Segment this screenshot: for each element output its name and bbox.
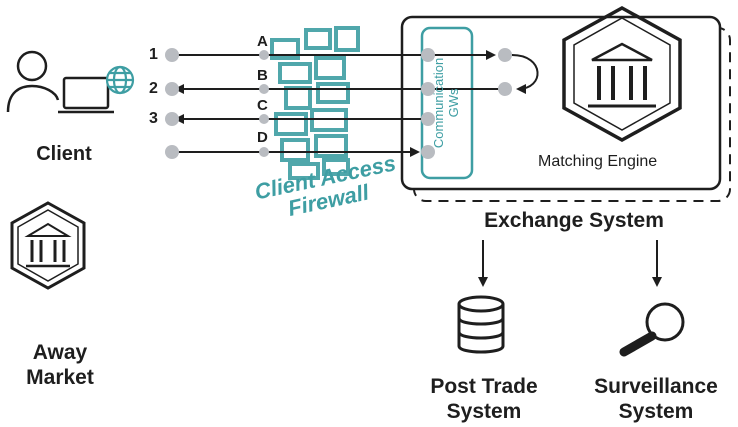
matching-engine-label: Matching Engine <box>538 153 658 170</box>
post-trade-label: Post Trade System <box>406 374 562 424</box>
gateway-label-line1: Communication <box>431 57 447 149</box>
globe-icon <box>105 65 135 95</box>
flow-letter-a: A <box>257 33 268 50</box>
laptop-icon <box>58 76 114 114</box>
post-trade-label-line1: Post Trade <box>430 375 538 398</box>
surveillance-label: Surveillance System <box>574 374 738 424</box>
away-market-label: Away Market <box>10 340 110 390</box>
database-icon <box>457 295 505 354</box>
flow-number-3: 3 <box>149 110 158 127</box>
surveillance-label-line2: System <box>618 400 694 424</box>
magnifier-icon <box>619 302 685 357</box>
post-trade-label-line2: System <box>446 400 522 424</box>
flow-number-1: 1 <box>149 46 158 63</box>
matching-engine-bank-icon <box>562 6 682 142</box>
matching-loop <box>511 54 539 94</box>
flow-number-2: 2 <box>149 80 158 97</box>
client-label: Client <box>36 143 92 165</box>
gateway-label-line2: GWs <box>446 88 461 118</box>
flow-letter-c: C <box>257 97 268 114</box>
flow-nodes <box>165 48 512 159</box>
away-market-bank-icon <box>10 201 86 290</box>
gateway-box <box>420 26 474 180</box>
surveillance-label-line1: Surveillance <box>594 375 718 398</box>
flow-lines <box>172 50 539 157</box>
person-icon <box>6 50 60 113</box>
flow-letter-b: B <box>257 67 268 84</box>
firewall-wall <box>270 26 360 180</box>
away-market-label-line1: Away <box>32 341 88 364</box>
away-market-label-line2: Market <box>26 366 94 390</box>
exchange-system-label: Exchange System <box>484 209 664 232</box>
gateway-label: Communication GWs <box>431 53 462 153</box>
flow-letter-d: D <box>257 129 268 146</box>
